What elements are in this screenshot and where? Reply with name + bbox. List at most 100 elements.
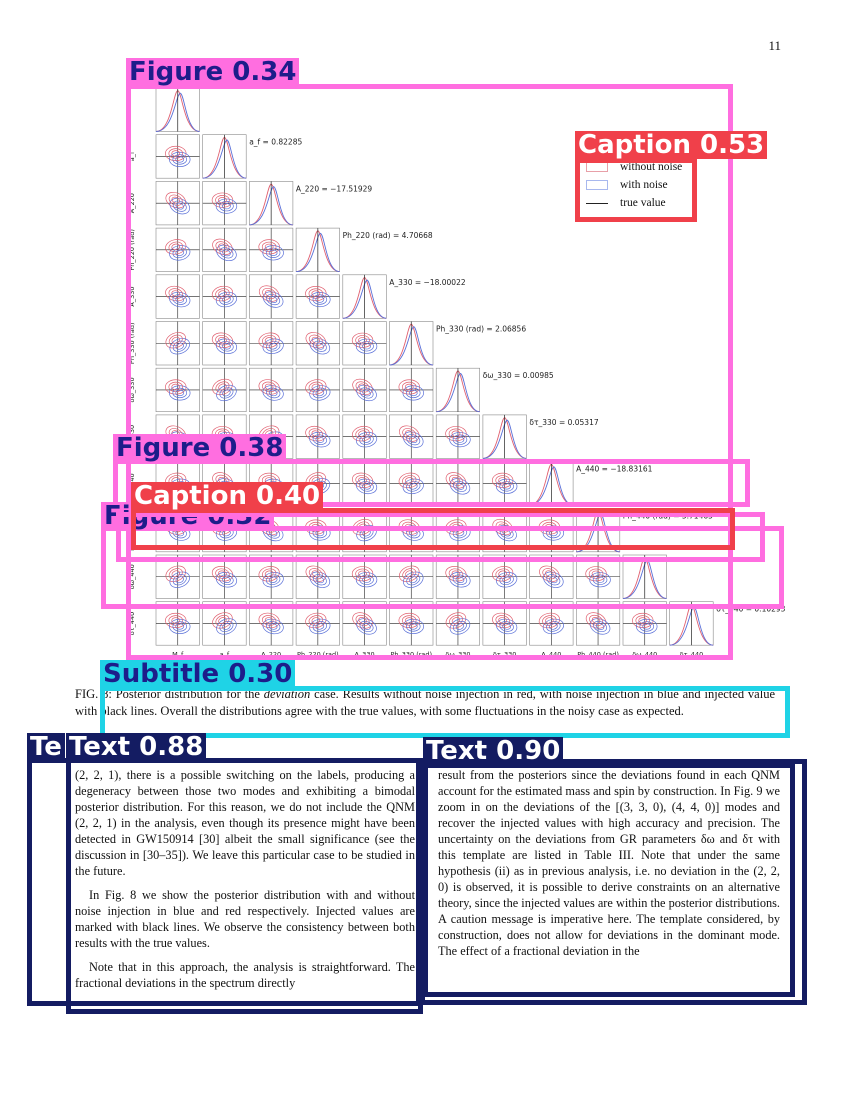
contour-with-noise bbox=[595, 623, 605, 630]
x-axis-label: Ph_440 (rad) bbox=[577, 650, 619, 658]
contour-with-noise bbox=[175, 156, 185, 163]
legend-label: without noise bbox=[620, 161, 683, 173]
detection-box-figure bbox=[101, 526, 784, 609]
contour-with-noise bbox=[175, 576, 184, 584]
contour-with-noise bbox=[265, 621, 281, 632]
contour-without-noise bbox=[308, 568, 323, 580]
contour-with-noise bbox=[496, 572, 518, 588]
contour-without-noise bbox=[264, 243, 274, 251]
contour-with-noise bbox=[175, 389, 185, 397]
contour-without-noise bbox=[215, 614, 230, 627]
diagonal-label: A_330 = −18.00022 bbox=[389, 278, 466, 287]
histogram-with-noise bbox=[436, 372, 480, 413]
contour-without-noise bbox=[264, 337, 274, 344]
contour-without-noise bbox=[498, 570, 507, 577]
contour-with-noise bbox=[449, 572, 471, 588]
contour-without-noise bbox=[445, 566, 467, 582]
contour-without-noise bbox=[545, 570, 554, 578]
contour-with-noise bbox=[315, 576, 325, 584]
contour-with-noise bbox=[268, 576, 278, 583]
y-axis-label: δτ_440 bbox=[128, 612, 136, 636]
contour-without-noise bbox=[402, 568, 417, 580]
contour-without-noise bbox=[404, 383, 414, 391]
detection-label: Caption 0.40 bbox=[131, 482, 324, 510]
contour-without-noise bbox=[358, 477, 367, 484]
contour-with-noise bbox=[175, 342, 184, 350]
contour-without-noise bbox=[351, 425, 374, 442]
contour-with-noise bbox=[222, 389, 231, 397]
contour-with-noise bbox=[362, 623, 371, 630]
detection-label: Caption 0.53 bbox=[575, 131, 768, 159]
contour-without-noise bbox=[451, 430, 461, 437]
contour-with-noise bbox=[499, 621, 514, 632]
contour-without-noise bbox=[445, 612, 467, 629]
contour-with-noise bbox=[172, 340, 187, 352]
contour-with-noise bbox=[452, 574, 468, 586]
contour-without-noise bbox=[218, 290, 227, 297]
left-column-text: (2, 2, 1), there is a possible switching… bbox=[75, 767, 415, 999]
contour-with-noise bbox=[268, 623, 278, 630]
x-axis-label: A_330 bbox=[354, 650, 374, 658]
contour-without-noise bbox=[264, 617, 274, 624]
histogram-with-noise bbox=[342, 279, 387, 319]
contour-with-noise bbox=[406, 574, 421, 586]
contour-without-noise bbox=[358, 337, 367, 344]
contour-without-noise bbox=[218, 243, 227, 251]
contour-without-noise bbox=[492, 612, 514, 629]
contour-with-noise bbox=[268, 249, 278, 257]
contour-with-noise bbox=[315, 623, 325, 630]
contour-without-noise bbox=[451, 476, 461, 484]
contour-without-noise bbox=[171, 196, 180, 204]
contour-without-noise bbox=[218, 617, 227, 624]
contour-with-noise bbox=[175, 202, 184, 210]
contour-with-noise bbox=[362, 576, 371, 583]
detection-box-subtitle bbox=[100, 686, 790, 738]
contour-with-noise bbox=[219, 387, 234, 399]
paragraph: (2, 2, 1), there is a possible switching… bbox=[75, 768, 415, 878]
contour-without-noise bbox=[305, 612, 327, 629]
histogram-with-noise bbox=[389, 326, 434, 366]
contour-with-noise bbox=[359, 620, 374, 633]
detection-label: Subtitle 0.30 bbox=[100, 660, 296, 688]
paragraph: Note that in this approach, the analysis… bbox=[75, 960, 415, 990]
contour-without-noise bbox=[495, 615, 510, 626]
contour-without-noise bbox=[358, 383, 367, 391]
contour-with-noise bbox=[216, 618, 237, 635]
contour-without-noise bbox=[212, 378, 233, 396]
contour-with-noise bbox=[362, 436, 371, 443]
contour-with-noise bbox=[455, 576, 465, 583]
detection-label: Figure 0.38 bbox=[113, 434, 287, 462]
y-axis-label: a_f bbox=[128, 151, 136, 161]
contour-without-noise bbox=[258, 566, 280, 582]
contour-without-noise bbox=[402, 428, 417, 440]
x-axis-label: a_f bbox=[220, 650, 230, 658]
x-axis-label: δτ_330 bbox=[493, 650, 517, 658]
contour-without-noise bbox=[171, 150, 181, 157]
detection-box-text bbox=[423, 763, 795, 997]
contour-with-noise bbox=[172, 574, 187, 586]
contour-without-noise bbox=[171, 383, 181, 391]
contour-without-noise bbox=[398, 472, 420, 489]
histogram-with-noise bbox=[202, 139, 247, 179]
contour-with-noise bbox=[502, 483, 512, 490]
contour-without-noise bbox=[218, 337, 227, 344]
histogram-with-noise bbox=[249, 186, 294, 226]
contour-without-noise bbox=[358, 430, 367, 437]
x-axis-label: δτ_440 bbox=[680, 650, 704, 658]
detection-box-caption bbox=[131, 508, 735, 550]
diagonal-label: a_f = 0.82285 bbox=[249, 138, 302, 147]
contour-without-noise bbox=[311, 290, 321, 297]
y-axis-label: δω_440 bbox=[128, 564, 136, 589]
legend-entry-true-value: true value bbox=[586, 194, 698, 212]
detection-box-figure bbox=[113, 459, 750, 507]
contour-without-noise bbox=[171, 570, 180, 578]
contour-without-noise bbox=[311, 570, 321, 578]
contour-with-noise bbox=[542, 618, 564, 635]
histogram-with-noise bbox=[482, 419, 527, 459]
legend-entry-with-noise: with noise bbox=[586, 176, 698, 194]
paragraph: In Fig. 8 we show the posterior distribu… bbox=[75, 888, 415, 950]
page-number: 11 bbox=[768, 38, 781, 53]
contour-with-noise bbox=[455, 436, 465, 443]
contour-with-noise bbox=[315, 342, 325, 350]
